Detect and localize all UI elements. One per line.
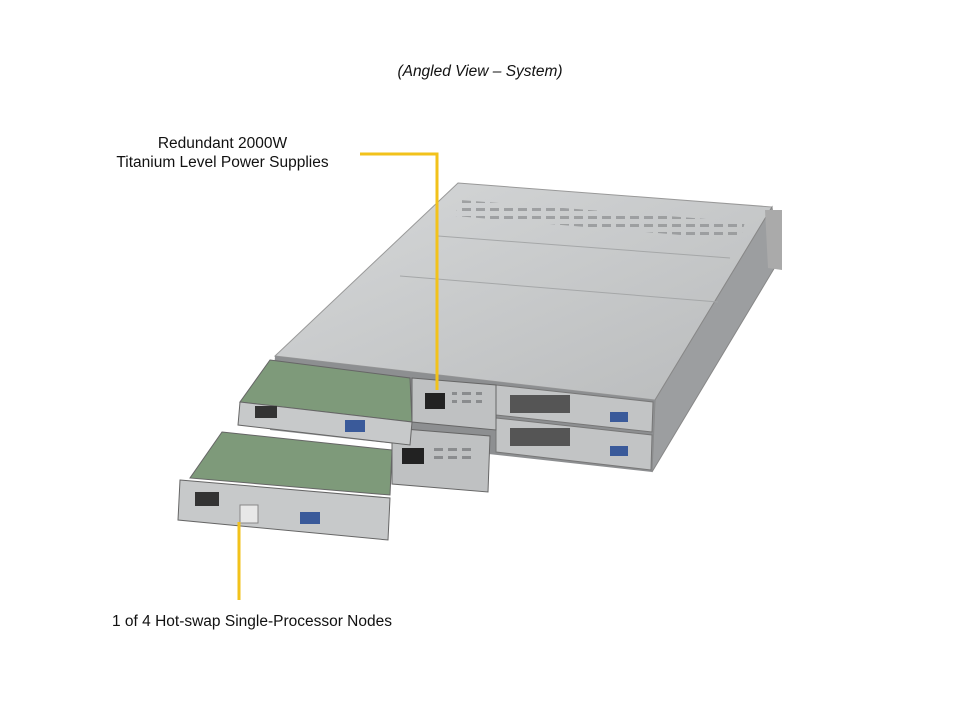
psu-callout-line2: Titanium Level Power Supplies bbox=[116, 154, 329, 171]
top-vents bbox=[455, 200, 745, 240]
rear-nodes-right bbox=[495, 384, 654, 471]
view-title-text: (Angled View – System) bbox=[397, 63, 563, 80]
psu-callout-label: Redundant 2000W Titanium Level Power Sup… bbox=[100, 134, 345, 172]
node-callout-label: 1 of 4 Hot-swap Single-Processor Nodes bbox=[112, 613, 392, 630]
power-supplies bbox=[391, 377, 497, 493]
node-upper bbox=[237, 359, 413, 446]
psu-callout-line1: Redundant 2000W bbox=[157, 135, 288, 152]
psu-callout-line bbox=[360, 152, 439, 390]
view-title: (Angled View – System) bbox=[0, 62, 960, 81]
rack-ear bbox=[765, 210, 782, 270]
node-lower bbox=[177, 431, 393, 541]
